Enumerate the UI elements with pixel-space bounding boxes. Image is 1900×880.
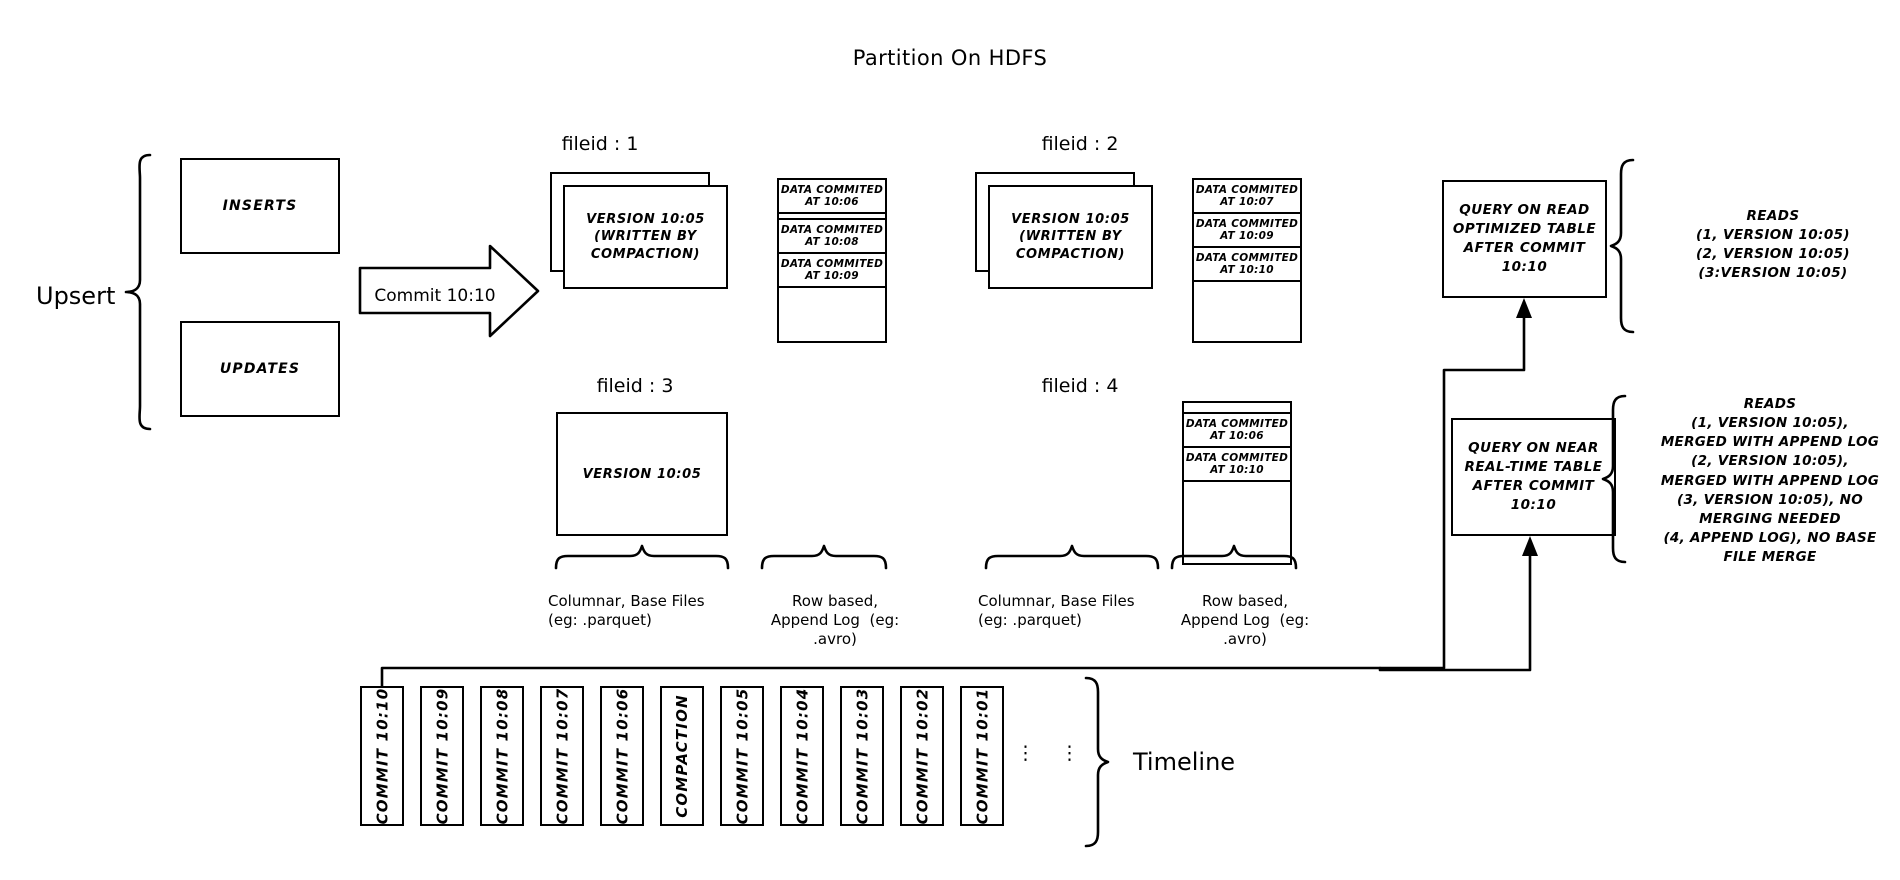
base-file-2: VERSION 10:05 (WRITTEN BY COMPACTION) xyxy=(988,185,1153,289)
arrowhead-near-realtime xyxy=(1522,536,1538,556)
timeline-commit-label: COMMIT 10:07 xyxy=(553,687,572,825)
timeline-commit-9[interactable]: COMMIT 10:02 xyxy=(900,686,944,826)
timeline-commit-0[interactable]: COMMIT 10:10 xyxy=(360,686,404,826)
upsert-brace xyxy=(124,153,152,431)
connector-timeline-to-read-optimized xyxy=(380,310,1526,688)
fileid-heading-3: fileid : 3 xyxy=(596,375,674,397)
timeline-commit-label: COMMIT 10:04 xyxy=(793,687,812,825)
base-file-3: VERSION 10:05 xyxy=(556,412,728,536)
brace-columnar-left xyxy=(554,544,730,570)
timeline-commit-1[interactable]: COMMIT 10:09 xyxy=(420,686,464,826)
append-log-1-entry-1: DATA COMMITED AT 10:08 xyxy=(777,218,887,254)
fileid-heading-1: fileid : 1 xyxy=(561,133,639,155)
timeline-commit-3[interactable]: COMMIT 10:07 xyxy=(540,686,584,826)
timeline-commit-label: COMMIT 10:05 xyxy=(733,687,752,825)
timeline-commit-4[interactable]: COMMIT 10:06 xyxy=(600,686,644,826)
inserts-box: INSERTS xyxy=(180,158,340,254)
query-read-optimized-box[interactable]: QUERY ON READ OPTIMIZED TABLE AFTER COMM… xyxy=(1442,180,1607,298)
append-log-4-entry-1: DATA COMMITED AT 10:10 xyxy=(1182,446,1292,482)
timeline-commit-label: COMMIT 10:09 xyxy=(433,687,452,825)
timeline-compaction[interactable]: COMPACTION xyxy=(660,686,704,826)
timeline-label: Timeline xyxy=(1133,748,1236,776)
timeline-commit-label: COMMIT 10:08 xyxy=(493,687,512,825)
reads-near-realtime-text: READS (1, VERSION 10:05), MERGED WITH AP… xyxy=(1660,396,1880,566)
timeline-commit-2[interactable]: COMMIT 10:08 xyxy=(480,686,524,826)
timeline-commit-label: COMMIT 10:02 xyxy=(913,687,932,825)
brace-columnar-right xyxy=(984,544,1160,570)
caption-columnar-left: Columnar, Base Files (eg: .parquet) xyxy=(548,592,705,629)
timeline-commit-8[interactable]: COMMIT 10:03 xyxy=(840,686,884,826)
append-log-1-entry-2: DATA COMMITED AT 10:09 xyxy=(777,252,887,288)
page-title: Partition On HDFS xyxy=(852,46,1048,70)
query-near-realtime-box[interactable]: QUERY ON NEAR REAL-TIME TABLE AFTER COMM… xyxy=(1451,418,1616,536)
fileid-heading-4: fileid : 4 xyxy=(1041,375,1119,397)
updates-box: UPDATES xyxy=(180,321,340,417)
timeline-commit-label: COMMIT 10:01 xyxy=(973,687,992,825)
connector-timeline-to-near-realtime xyxy=(1378,548,1532,672)
caption-columnar-right: Columnar, Base Files (eg: .parquet) xyxy=(978,592,1135,629)
caption-rowlog-left: Row based, Append Log (eg: .avro) xyxy=(770,592,900,648)
timeline-ellipsis-1: ⋮ xyxy=(1016,742,1035,764)
append-log-4-entry-0: DATA COMMITED AT 10:06 xyxy=(1182,412,1292,448)
timeline-commit-label: COMMIT 10:10 xyxy=(373,687,392,825)
fileid-heading-2: fileid : 2 xyxy=(1041,133,1119,155)
timeline-ellipsis-2: ⋮ xyxy=(1060,742,1079,764)
reads-read-optimized-text: READS (1, VERSION 10:05) (2, VERSION 10:… xyxy=(1695,208,1851,282)
append-log-1-entry-0: DATA COMMITED AT 10:06 xyxy=(777,178,887,214)
append-log-2-entry-2: DATA COMMITED AT 10:10 xyxy=(1192,246,1302,282)
timeline-commit-label: COMMIT 10:06 xyxy=(613,687,632,825)
brace-rowlog-left xyxy=(760,544,888,570)
brace-timeline xyxy=(1084,676,1110,848)
commit-arrow-label: Commit 10:10 xyxy=(374,286,496,306)
timeline-commit-label: COMMIT 10:03 xyxy=(853,687,872,825)
timeline-commit-6[interactable]: COMMIT 10:05 xyxy=(720,686,764,826)
caption-rowlog-right: Row based, Append Log (eg: .avro) xyxy=(1180,592,1310,648)
arrowhead-read-optimized xyxy=(1516,298,1532,318)
brace-reads-read-optimized xyxy=(1609,158,1635,334)
timeline-commit-10[interactable]: COMMIT 10:01 xyxy=(960,686,1004,826)
upsert-label: Upsert xyxy=(36,282,116,310)
timeline-commit-7[interactable]: COMMIT 10:04 xyxy=(780,686,824,826)
base-file-1: VERSION 10:05 (WRITTEN BY COMPACTION) xyxy=(563,185,728,289)
timeline-commit-label: COMPACTION xyxy=(673,694,692,818)
append-log-2-entry-0: DATA COMMITED AT 10:07 xyxy=(1192,178,1302,214)
append-log-2-entry-1: DATA COMMITED AT 10:09 xyxy=(1192,212,1302,248)
